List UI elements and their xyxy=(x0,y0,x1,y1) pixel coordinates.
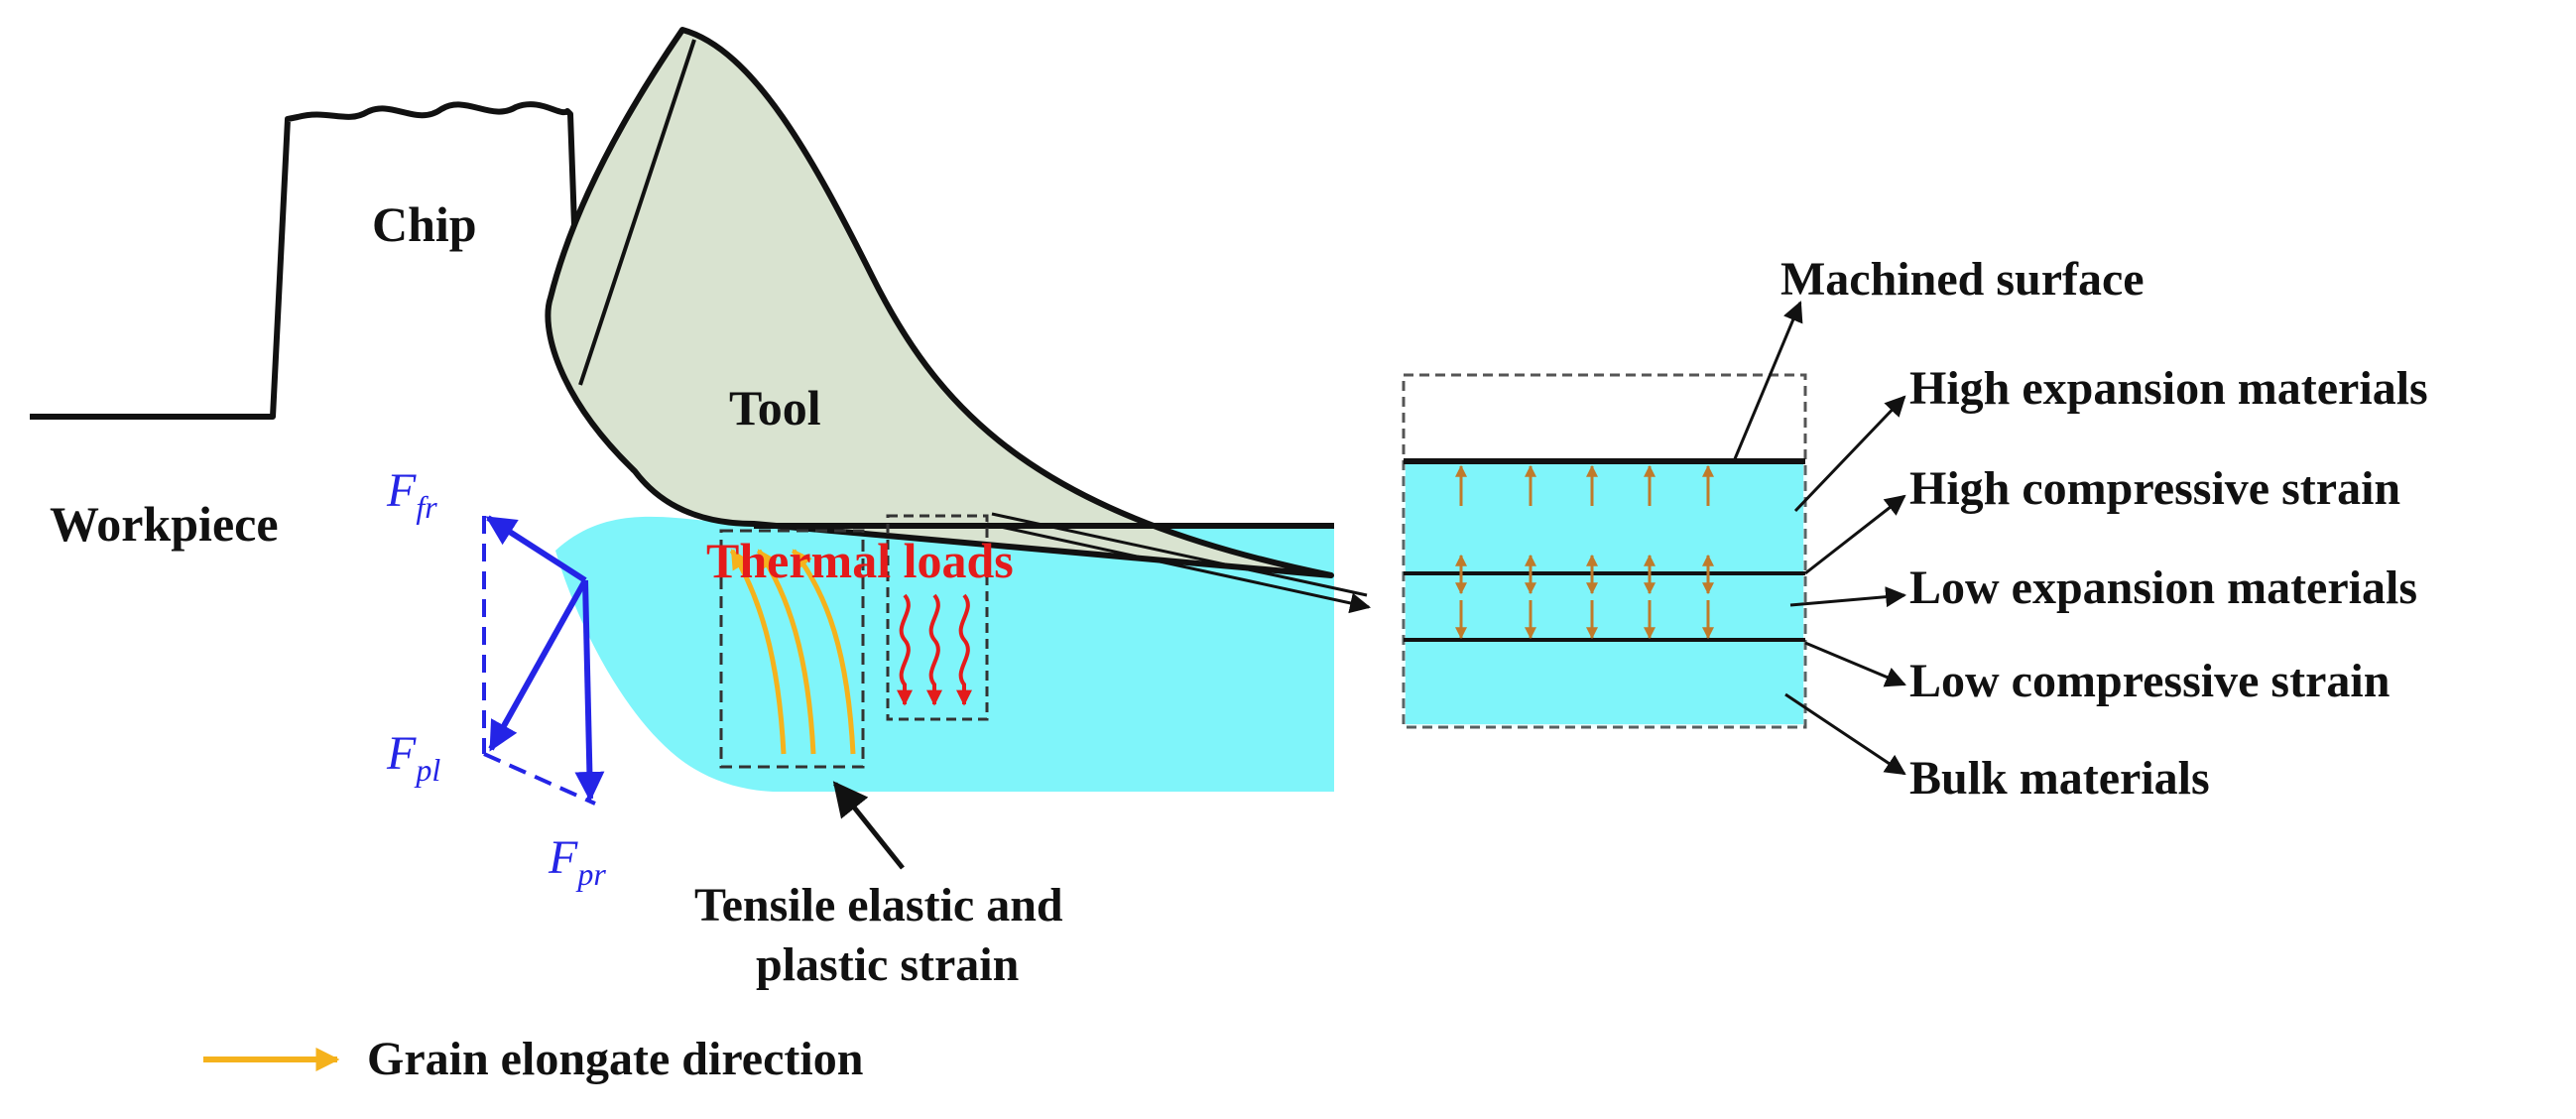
high-compressive-label: High compressive strain xyxy=(1909,462,2400,515)
thermal-arrow-2 xyxy=(926,593,942,706)
force-sub-fr: fr xyxy=(416,489,437,525)
callout-high-compressive xyxy=(1804,494,1906,575)
thermal-arrow-3 xyxy=(956,593,972,706)
tensile-pointer-arrow xyxy=(832,781,905,870)
callout-high-expansion xyxy=(1793,395,1906,513)
thermal-arrow-1 xyxy=(897,593,913,706)
zoom-line-upper xyxy=(991,512,1368,597)
callout-low-compressive xyxy=(1804,641,1906,687)
tool-label: Tool xyxy=(729,380,821,435)
chip-label: Chip xyxy=(372,196,477,252)
grain-arrow-1 xyxy=(729,549,787,755)
low-compressive-label: Low compressive strain xyxy=(1909,655,2390,707)
force-label-pr: Fpr xyxy=(548,831,606,892)
thermal-loads-label: Thermal loads xyxy=(706,533,1014,588)
high-expansion-label: High expansion materials xyxy=(1909,362,2428,415)
force-parallelogram-dash xyxy=(483,752,596,806)
machined-surface-label: Machined surface xyxy=(1780,253,2145,306)
zoom-line-lower xyxy=(986,522,1372,614)
chip-shape xyxy=(30,101,578,420)
bulk-label: Bulk materials xyxy=(1909,752,2210,805)
force-sub-pl: pl xyxy=(414,752,440,788)
layer-panel-outer-box xyxy=(1402,373,1807,729)
force-label-pl: Fpl xyxy=(386,727,440,788)
callout-bulk xyxy=(1784,692,1906,776)
layer-panel-fill xyxy=(1406,461,1803,724)
grain-legend-label: Grain elongate direction xyxy=(367,1033,863,1085)
force-arrow-fr xyxy=(485,515,587,583)
grain-arrow-3 xyxy=(792,549,856,755)
force-arrow-pr xyxy=(574,579,605,802)
force-sub-pr: pr xyxy=(575,856,606,892)
callout-low-expansion xyxy=(1789,586,1907,608)
grain-arrow-2 xyxy=(756,549,816,755)
tool-rake-line xyxy=(578,39,696,386)
low-expansion-label: Low expansion materials xyxy=(1909,561,2417,614)
tool-body xyxy=(545,27,1334,578)
tensile-label-line2: plastic strain xyxy=(756,938,1019,991)
tensile-label-line1: Tensile elastic and xyxy=(694,879,1063,932)
callout-machined-surface xyxy=(1732,301,1803,462)
workpiece-label: Workpiece xyxy=(50,496,279,552)
thermal-zone-box xyxy=(886,514,989,721)
force-arrow-pl xyxy=(488,578,588,752)
force-label-fr: Ffr xyxy=(386,464,437,525)
strain-arrows-group xyxy=(1455,464,1714,640)
